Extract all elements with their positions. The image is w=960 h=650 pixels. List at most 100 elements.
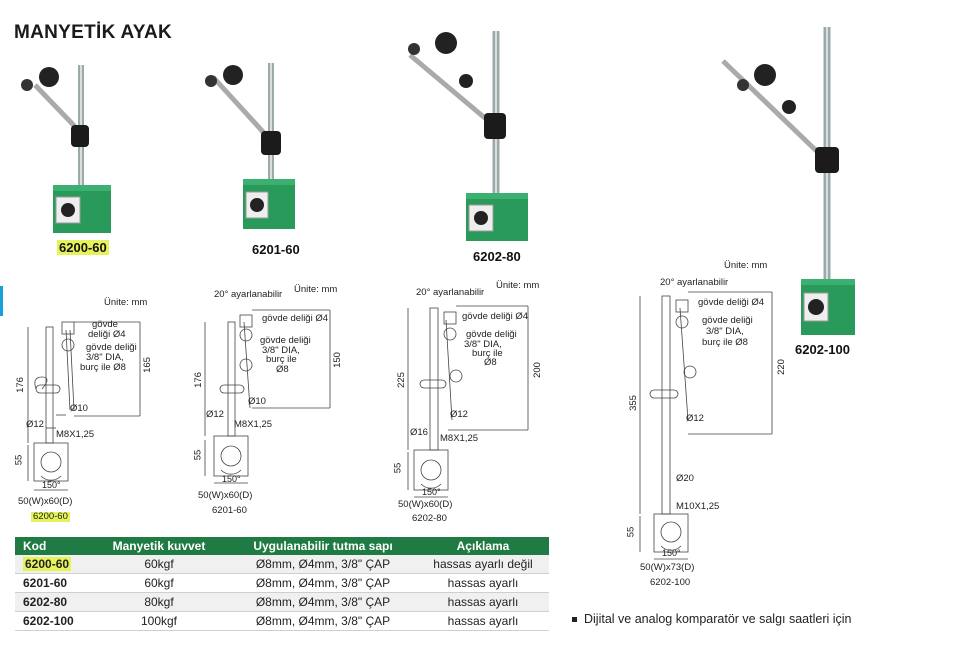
spec-table: Kod Manyetik kuvvet Uygulanabilir tutma … (15, 537, 549, 631)
dim-d16-3: Ø16 (410, 427, 428, 438)
unit-label-1: Ünite: mm (104, 297, 148, 308)
angle-4: 150° (662, 548, 681, 558)
cell-code: 6200-60 (15, 555, 89, 574)
table-row: 6202-100 100kgf Ø8mm, Ø4mm, 3/8" ÇAP has… (15, 611, 549, 631)
base-size-1: 50(W)x60(D) (18, 496, 73, 507)
hole1-label-3: gövde deliği Ø4 (462, 311, 529, 322)
product-code-6201-60: 6201-60 (252, 242, 300, 257)
dim-thread-1: M8X1,25 (56, 429, 95, 440)
cell-holder: Ø8mm, Ø4mm, 3/8" ÇAP (229, 573, 417, 593)
dim-d10-1: Ø10 (70, 403, 88, 414)
edge-marker (0, 286, 3, 316)
dim-thread-2: M8X1,25 (234, 419, 273, 430)
dim-176-1: 176 (14, 377, 26, 393)
product-photo-6202-100 (721, 27, 855, 335)
hole2c-label-4: burç ile Ø8 (702, 337, 748, 348)
col-header-force: Manyetik kuvvet (89, 537, 229, 555)
adjustable-label-3: 20° ayarlanabilir (416, 287, 485, 298)
dim-55-1: 55 (13, 454, 25, 466)
dim-d12-1: Ø12 (26, 419, 44, 430)
hole2c-label-1: burç ile Ø8 (80, 362, 126, 373)
dim-200-3: 200 (531, 362, 543, 378)
cell-code: 6201-60 (15, 573, 89, 593)
table-row: 6200-60 60kgf Ø8mm, Ø4mm, 3/8" ÇAP hassa… (15, 555, 549, 574)
cell-desc: hassas ayarlı (417, 611, 549, 631)
drawing-code-3: 6202-80 (412, 513, 447, 524)
hole2a-label-3: gövde deliği (466, 329, 517, 340)
cell-holder: Ø8mm, Ø4mm, 3/8" ÇAP (229, 555, 417, 574)
unit-label-3: Ünite: mm (496, 280, 540, 291)
dim-225-3: 225 (395, 372, 407, 388)
drawing-code-2: 6201-60 (212, 505, 247, 516)
hole2a-label-1: gövde deliği (86, 342, 137, 353)
hole2e-label-3: Ø8 (484, 357, 497, 368)
dim-150-2: 150 (331, 352, 343, 368)
cell-desc: hassas ayarlı (417, 573, 549, 593)
hole2d-label-3: burç ile (472, 348, 503, 359)
adjustable-label-4: 20° ayarlanabilir (660, 277, 729, 288)
dim-d20-4: Ø20 (676, 473, 694, 484)
unit-label-2: Ünite: mm (294, 284, 338, 295)
dim-d10-2: Ø10 (248, 396, 266, 407)
cell-force: 60kgf (89, 573, 229, 593)
cell-desc: hassas ayarlı değil (417, 555, 549, 574)
dim-55-3: 55 (392, 462, 404, 474)
col-header-desc: Açıklama (417, 537, 549, 555)
hole2b-label-3: 3/8" DIA, (464, 339, 502, 350)
hole1-label-2: gövde deliği Ø4 (262, 313, 329, 324)
product-code-6202-100: 6202-100 (795, 342, 850, 357)
cell-code: 6202-80 (15, 592, 89, 612)
dim-55-2: 55 (192, 449, 204, 461)
product-code-6202-80: 6202-80 (473, 249, 521, 264)
product-photo-6202-80 (408, 31, 528, 241)
usage-note-text: Dijital ve analog komparatör ve salgı sa… (584, 612, 852, 626)
table-header-row: Kod Manyetik kuvvet Uygulanabilir tutma … (15, 537, 549, 555)
cell-force: 60kgf (89, 555, 229, 574)
dim-176-2: 176 (192, 372, 204, 388)
product-photo-6201-60 (205, 63, 295, 229)
dim-55-4: 55 (625, 526, 637, 538)
angle-1: 150° (42, 480, 61, 490)
hole2d-label-2: burç ile (266, 354, 297, 365)
hole2a-label-2: gövde deliği (260, 335, 311, 346)
page-title: MANYETİK AYAK (14, 22, 173, 43)
angle-2: 150° (222, 474, 241, 484)
adjustable-label-2: 20° ayarlanabilir (214, 289, 283, 300)
dim-d12-2: Ø12 (206, 409, 224, 420)
dim-220-4: 220 (775, 359, 787, 375)
base-size-4: 50(W)x73(D) (640, 562, 695, 573)
cell-holder: Ø8mm, Ø4mm, 3/8" ÇAP (229, 611, 417, 631)
dim-d12-3: Ø12 (450, 409, 468, 420)
hole1b-label-1: deliği Ø4 (88, 329, 126, 340)
hole2b-label-4: 3/8" DIA, (706, 326, 744, 337)
base-size-3: 50(W)x60(D) (398, 499, 453, 510)
hole1-label-1: gövde (92, 319, 118, 330)
usage-note: Dijital ve analog komparatör ve salgı sa… (572, 612, 852, 626)
product-code-6200-60: 6200-60 (57, 240, 109, 255)
dim-d12-4: Ø12 (686, 413, 704, 424)
table-row: 6201-60 60kgf Ø8mm, Ø4mm, 3/8" ÇAP hassa… (15, 573, 549, 593)
col-header-code: Kod (15, 537, 89, 555)
dim-thread-4: M10X1,25 (676, 501, 720, 512)
col-header-holder: Uygulanabilir tutma sapı (229, 537, 417, 555)
cell-force: 80kgf (89, 592, 229, 612)
dim-355-4: 355 (627, 395, 639, 411)
unit-label-4: Ünite: mm (724, 260, 768, 271)
table-row: 6202-80 80kgf Ø8mm, Ø4mm, 3/8" ÇAP hassa… (15, 592, 549, 612)
hole2a-label-4: gövde deliği (702, 315, 753, 326)
hole2e-label-2: Ø8 (276, 364, 289, 375)
hole1-label-4: gövde deliği Ø4 (698, 297, 765, 308)
hole2b-label-2: 3/8" DIA, (262, 345, 300, 356)
cell-holder: Ø8mm, Ø4mm, 3/8" ÇAP (229, 592, 417, 612)
cell-force: 100kgf (89, 611, 229, 631)
product-photo-6200-60 (21, 65, 111, 233)
drawing-code-4: 6202-100 (650, 577, 691, 588)
dim-thread-3: M8X1,25 (440, 433, 479, 444)
hole2b-label-1: 3/8" DIA, (86, 352, 124, 363)
cell-desc: hassas ayarlı (417, 592, 549, 612)
dim-165-1: 165 (141, 357, 153, 373)
base-size-2: 50(W)x60(D) (198, 490, 253, 501)
angle-3: 150° (422, 487, 441, 497)
bullet-square-icon (572, 617, 577, 623)
